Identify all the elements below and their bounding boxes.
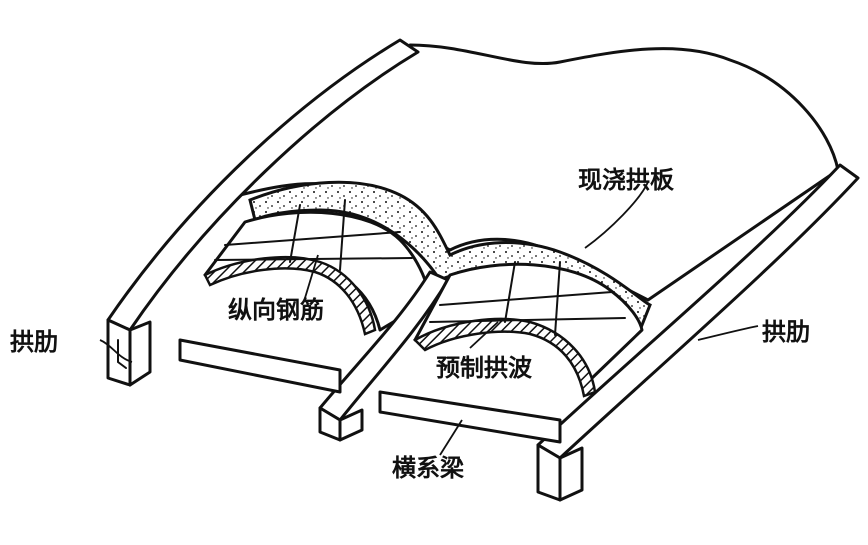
cross-beam-right: [378, 390, 562, 444]
label-cast-slab: 现浇拱板: [578, 166, 675, 194]
leader-lines: [99, 181, 759, 456]
label-cross-beam: 横系梁: [392, 454, 464, 482]
left-arch-rib: [106, 38, 420, 387]
label-arch-rib-left: 拱肋: [10, 328, 58, 356]
label-arch-rib-right: 拱肋: [762, 318, 810, 346]
cross-beam-left: [178, 338, 342, 394]
label-longitudinal-rebar: 纵向钢筋: [228, 296, 324, 324]
right-arch-rib: [536, 163, 860, 502]
right-precast-wave: [412, 261, 644, 398]
label-precast-wave: 预制拱波: [436, 354, 533, 382]
